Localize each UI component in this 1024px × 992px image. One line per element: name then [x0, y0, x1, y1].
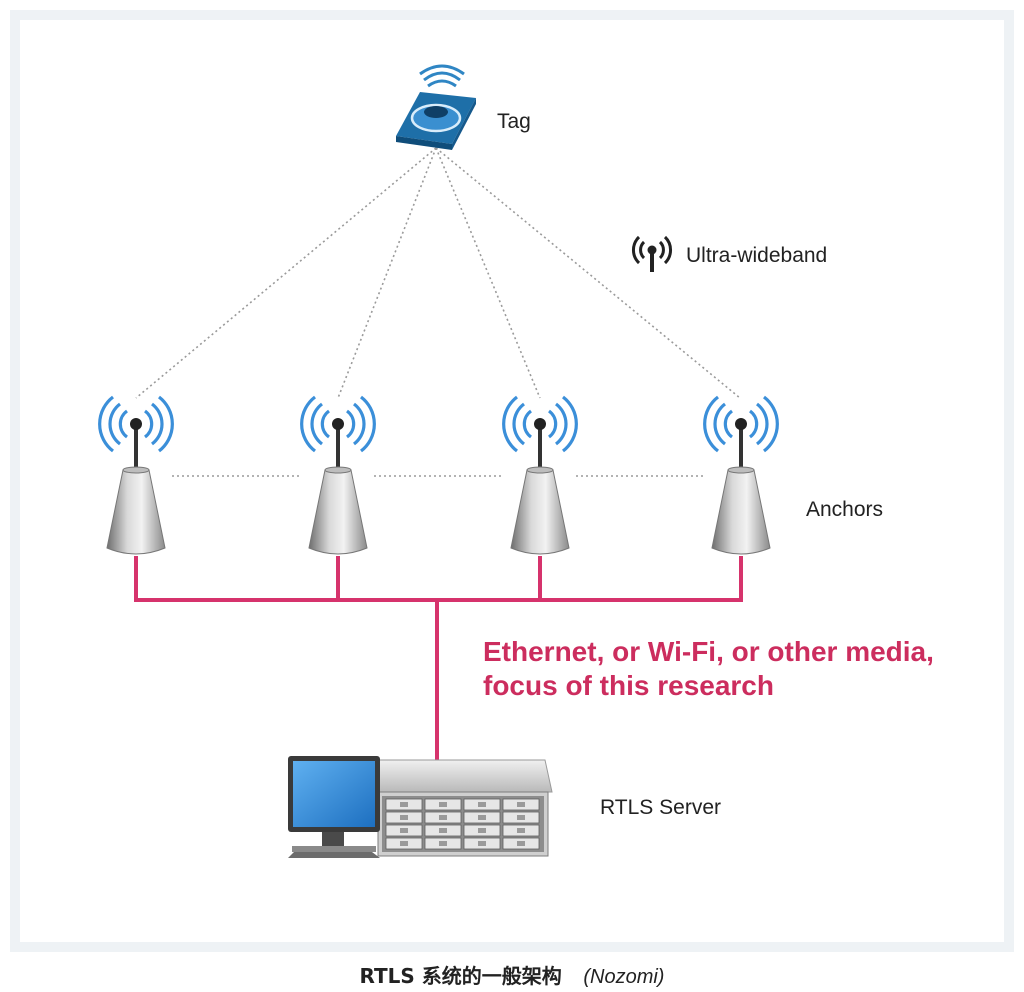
drive-bay-handle	[517, 828, 525, 833]
diagram-frame	[10, 10, 1014, 952]
anchors-group	[98, 395, 779, 555]
media-note-line2: focus of this research	[483, 670, 774, 701]
drive-bay-handle	[478, 815, 486, 820]
uwb-links	[135, 147, 741, 399]
anchor-antenna-icon	[502, 395, 578, 555]
drive-bay-handle	[517, 815, 525, 820]
anchor-antenna-icon	[98, 395, 174, 555]
tag-label: Tag	[497, 110, 531, 133]
figure-caption: RTLS 系统的一般架构 (Nozomi)	[0, 960, 1024, 989]
drive-bay-handle	[439, 815, 447, 820]
uwb-label: Ultra-wideband	[686, 244, 827, 267]
drive-bay-handle	[400, 828, 408, 833]
drive-bay-handle	[400, 841, 408, 846]
uwb-link-4	[435, 147, 741, 399]
uwb-link-2	[337, 147, 437, 399]
anchor-antenna-icon	[300, 395, 376, 555]
drive-bay-handle	[439, 841, 447, 846]
drive-bay-handle	[400, 802, 408, 807]
drive-bay-handle	[439, 802, 447, 807]
drive-bay-handle	[478, 802, 486, 807]
monitor-icon	[288, 756, 380, 858]
server-icon	[359, 759, 553, 857]
drive-bay-handle	[439, 828, 447, 833]
server-label: RTLS Server	[600, 796, 721, 819]
anchor-antenna-icon	[703, 395, 779, 555]
rtls-diagram: Tag Ultra-wideband Anchors Ethernet, or …	[98, 64, 934, 858]
drive-bay-handle	[517, 841, 525, 846]
drive-bay-handle	[400, 815, 408, 820]
tag-icon	[396, 64, 476, 150]
drive-bay-handle	[478, 841, 486, 846]
drive-bay-handle	[517, 802, 525, 807]
anchors-label: Anchors	[806, 498, 883, 521]
media-note-line1: Ethernet, or Wi-Fi, or other media,	[483, 636, 934, 667]
network-wiring	[134, 556, 743, 762]
caption-source: (Nozomi)	[583, 966, 665, 988]
uwb-link-3	[435, 147, 541, 399]
drive-bay-handle	[478, 828, 486, 833]
uwb-link-1	[135, 147, 437, 399]
caption-title: RTLS 系统的一般架构	[359, 964, 562, 988]
wireless-signal-icon	[632, 235, 672, 272]
